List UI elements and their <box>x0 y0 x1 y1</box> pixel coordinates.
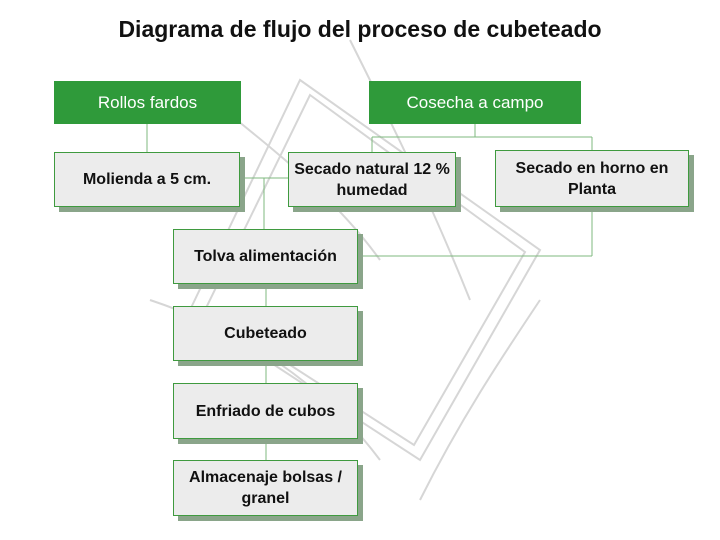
node-enfriado-de-cubos: Enfriado de cubos <box>173 383 358 439</box>
node-rollos-fardos: Rollos fardos <box>54 81 241 124</box>
node-cubeteado: Cubeteado <box>173 306 358 361</box>
node-secado-horno: Secado en horno en Planta <box>495 150 689 207</box>
node-tolva-alimentacion: Tolva alimentación <box>173 229 358 284</box>
node-secado-natural: Secado natural 12 % humedad <box>288 152 456 207</box>
node-almacenaje: Almacenaje bolsas / granel <box>173 460 358 516</box>
diagram-title: Diagrama de flujo del proceso de cubetea… <box>118 16 602 42</box>
node-cosecha-a-campo: Cosecha a campo <box>369 81 581 124</box>
node-molienda: Molienda a 5 cm. <box>54 152 240 207</box>
